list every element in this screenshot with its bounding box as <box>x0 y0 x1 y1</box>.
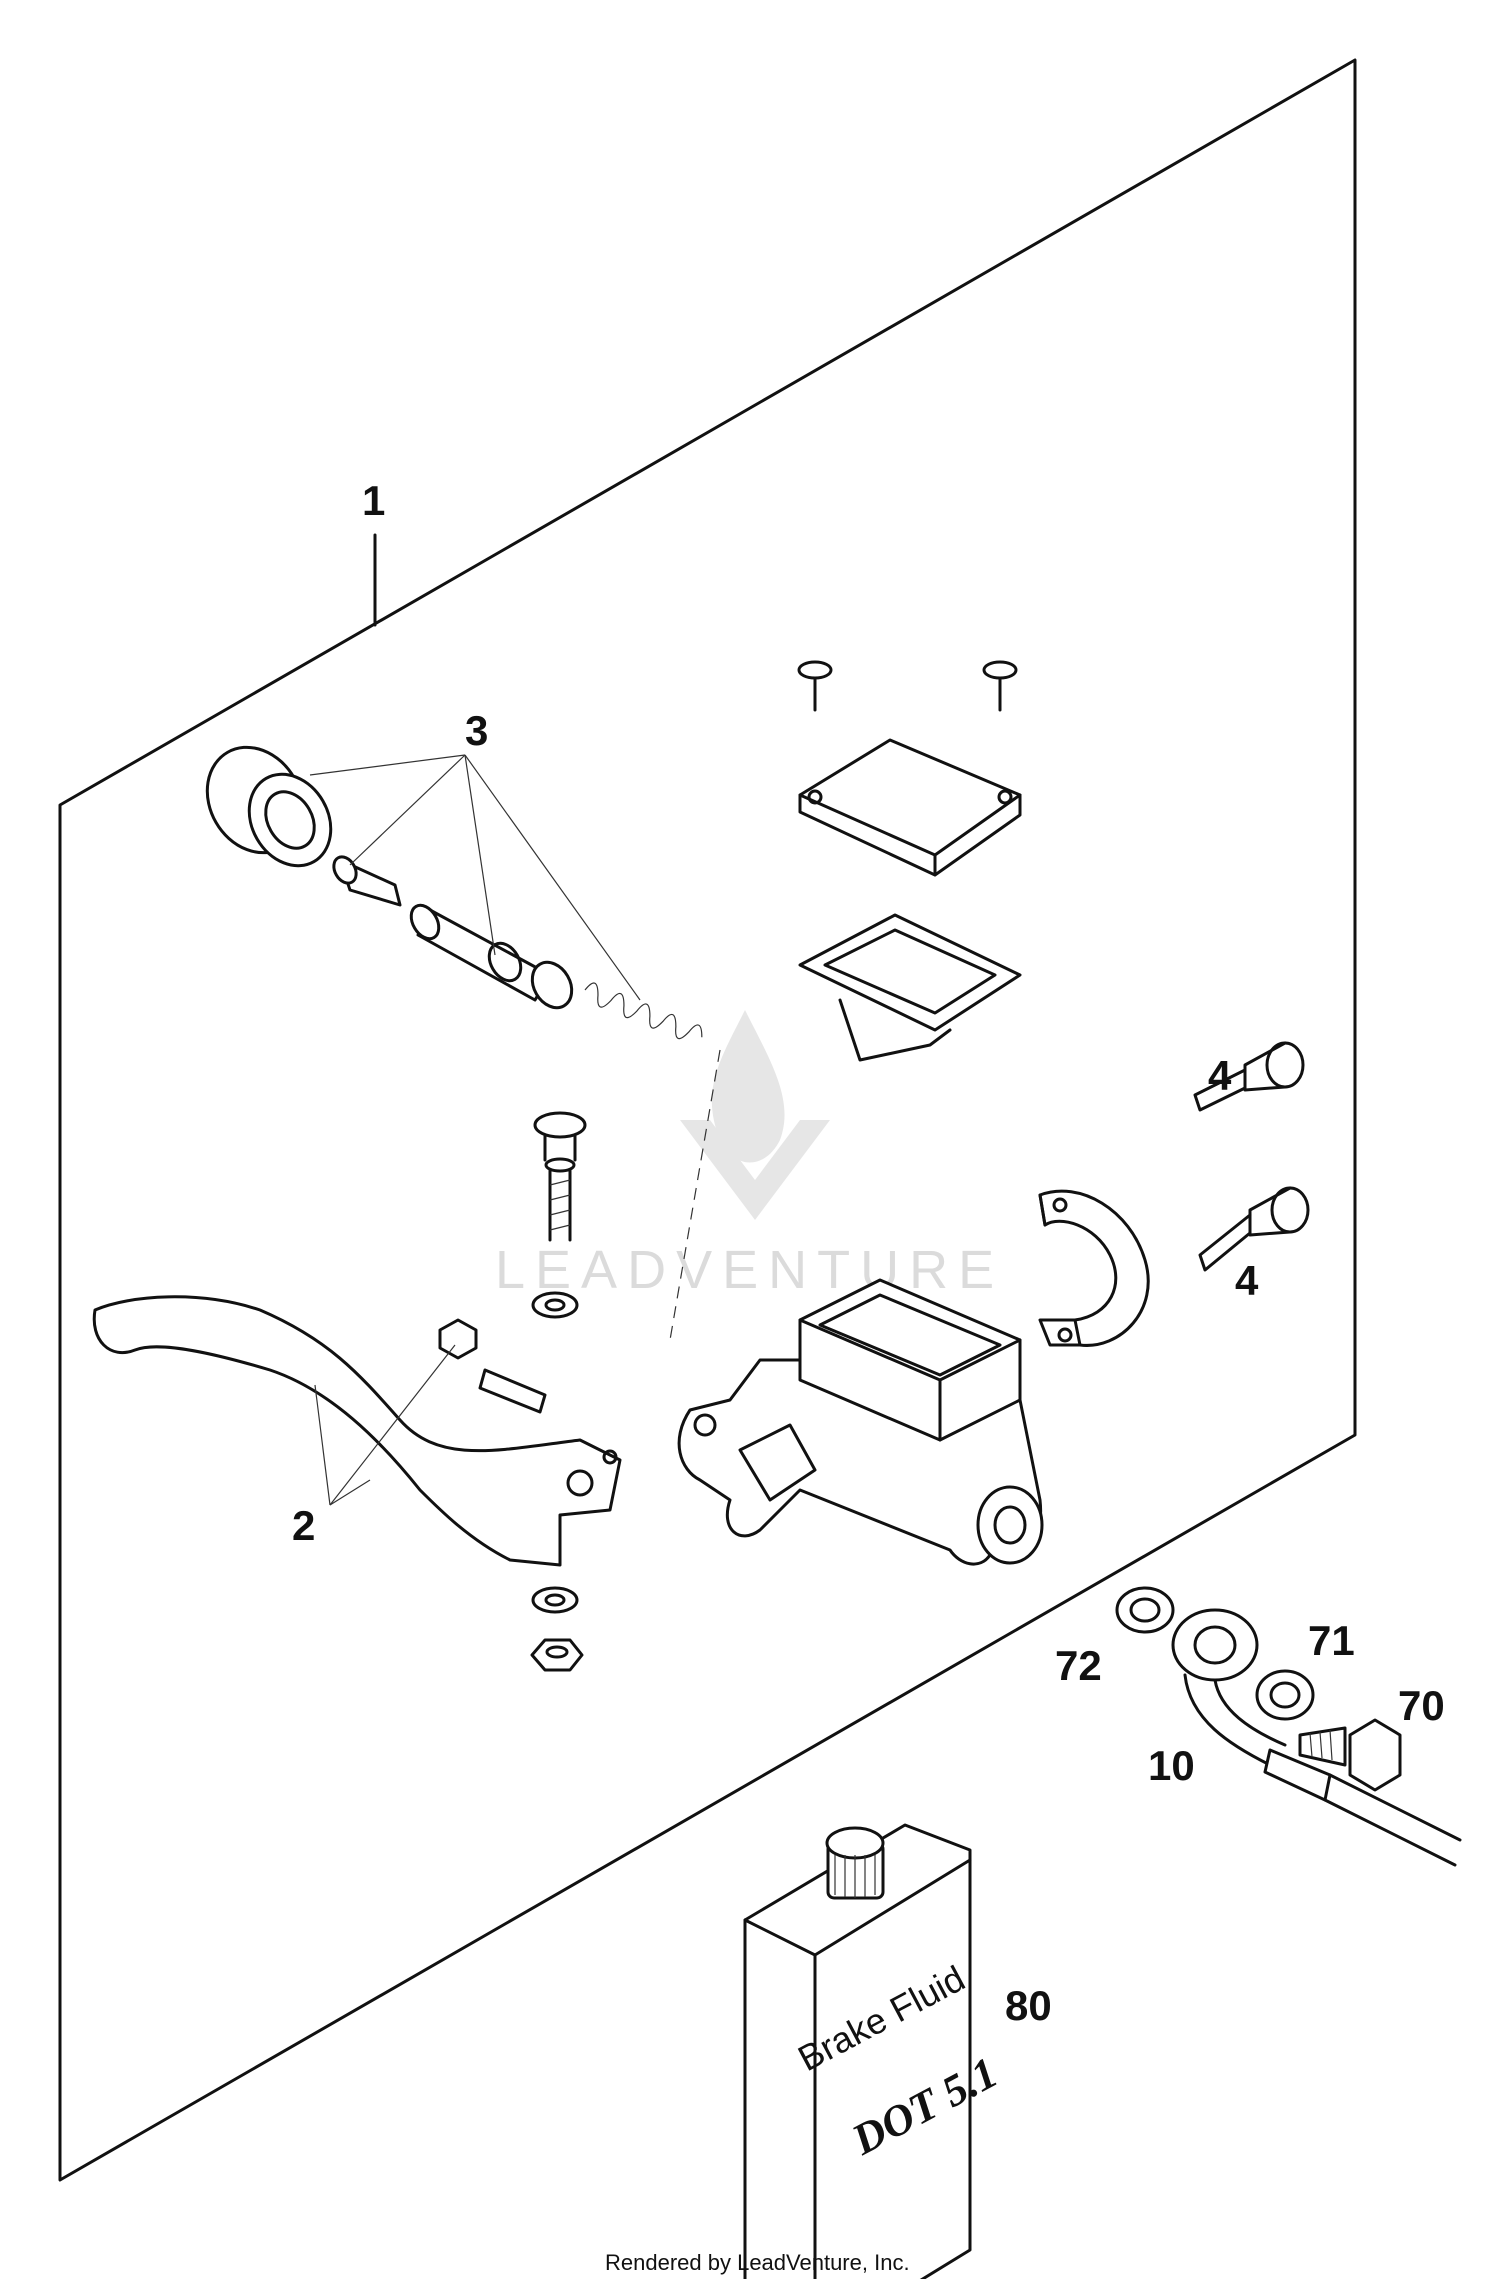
piston-seal-group <box>205 745 703 1040</box>
watermark-text: LEADVENTURE <box>495 1240 1004 1300</box>
callout-72: 72 <box>1055 1642 1102 1689</box>
pivot-bolt <box>531 1111 587 1319</box>
callout-2: 2 <box>292 1502 315 1549</box>
reservoir-diaphragm <box>798 913 1022 1032</box>
cap-screws <box>797 660 1018 712</box>
master-cylinder-body <box>677 1278 1044 1566</box>
callout-3: 3 <box>465 707 488 754</box>
assembly-line <box>669 1049 721 1341</box>
handlebar-clamp <box>1038 1189 1150 1347</box>
callout-80: 80 <box>1005 1982 1052 2029</box>
brake-line-10 <box>1171 1608 1462 1867</box>
kit-boundary <box>58 58 1357 2182</box>
washer-72 <box>1115 1586 1175 1634</box>
callout-70: 70 <box>1398 1682 1445 1729</box>
clamp-bolt-upper <box>1193 1041 1305 1112</box>
brake-lever <box>92 1295 622 1672</box>
clamp-bolt-lower <box>1198 1186 1310 1272</box>
brake-fluid-bottle: Brake Fluid DOT 5.1 <box>743 1823 1005 2279</box>
washer-71 <box>1255 1669 1315 1721</box>
callout-71: 71 <box>1308 1617 1355 1664</box>
banjo-bolt-70 <box>1298 1718 1402 1792</box>
callout-4-upper: 4 <box>1208 1052 1232 1099</box>
callout-10: 10 <box>1148 1742 1195 1789</box>
leadventure-watermark: LEADVENTURE <box>495 1010 1004 1300</box>
footer-credit: Rendered by LeadVenture, Inc. <box>605 2250 910 2275</box>
callout-1: 1 <box>362 477 385 524</box>
callout-4-lower: 4 <box>1235 1257 1259 1304</box>
